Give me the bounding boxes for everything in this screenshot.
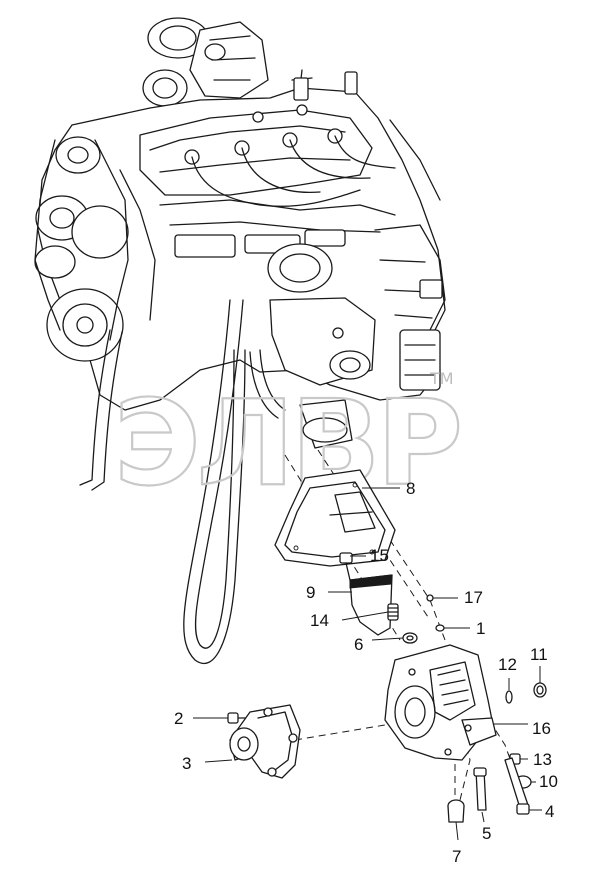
watermark-text: ЭЛВР [114,374,459,512]
watermark: ЭЛВР TM [113,369,464,513]
bolt-part-4 [504,757,530,815]
callout-5: 5 [482,824,491,843]
leader-lines [193,487,542,841]
callout-6: 6 [354,635,363,654]
callout-11: 11 [530,645,548,664]
callout-13: 13 [533,750,552,769]
cover-part-16 [384,644,497,761]
turbocharger [142,17,269,107]
callout-2: 2 [174,709,183,728]
plug-part-11 [533,682,547,698]
callout-15: 15 [370,546,389,565]
callout-14: 14 [310,611,329,630]
engine-assembly [34,17,446,665]
coolant-hose [79,299,286,665]
callout-3: 3 [182,754,191,773]
plug-part-17 [426,594,434,602]
callout-labels: 8 15 9 14 6 17 1 12 11 16 13 10 4 5 7 2 … [174,479,558,866]
callout-1: 1 [476,619,485,638]
plug-part-7 [447,799,465,823]
callout-7: 7 [452,847,461,866]
callout-10: 10 [539,772,558,791]
callout-16: 16 [532,719,551,738]
water-pump-part-3 [229,704,301,779]
callout-12: 12 [498,655,517,674]
engine-block [37,69,446,449]
spring-part-14 [387,603,399,621]
oring-part-12 [505,690,513,704]
plug-part-1 [435,624,445,632]
callout-4: 4 [545,802,554,821]
callout-17: 17 [464,588,483,607]
washer-part-6 [402,632,418,644]
callout-9: 9 [306,583,315,602]
callout-8: 8 [406,479,415,498]
bolt-part-15 [339,552,353,581]
bolt-part-5 [473,767,487,811]
belt-drive [34,136,156,362]
plate-part-9 [349,574,393,636]
watermark-trademark: TM [429,369,454,388]
gasket-part-8 [274,469,396,567]
